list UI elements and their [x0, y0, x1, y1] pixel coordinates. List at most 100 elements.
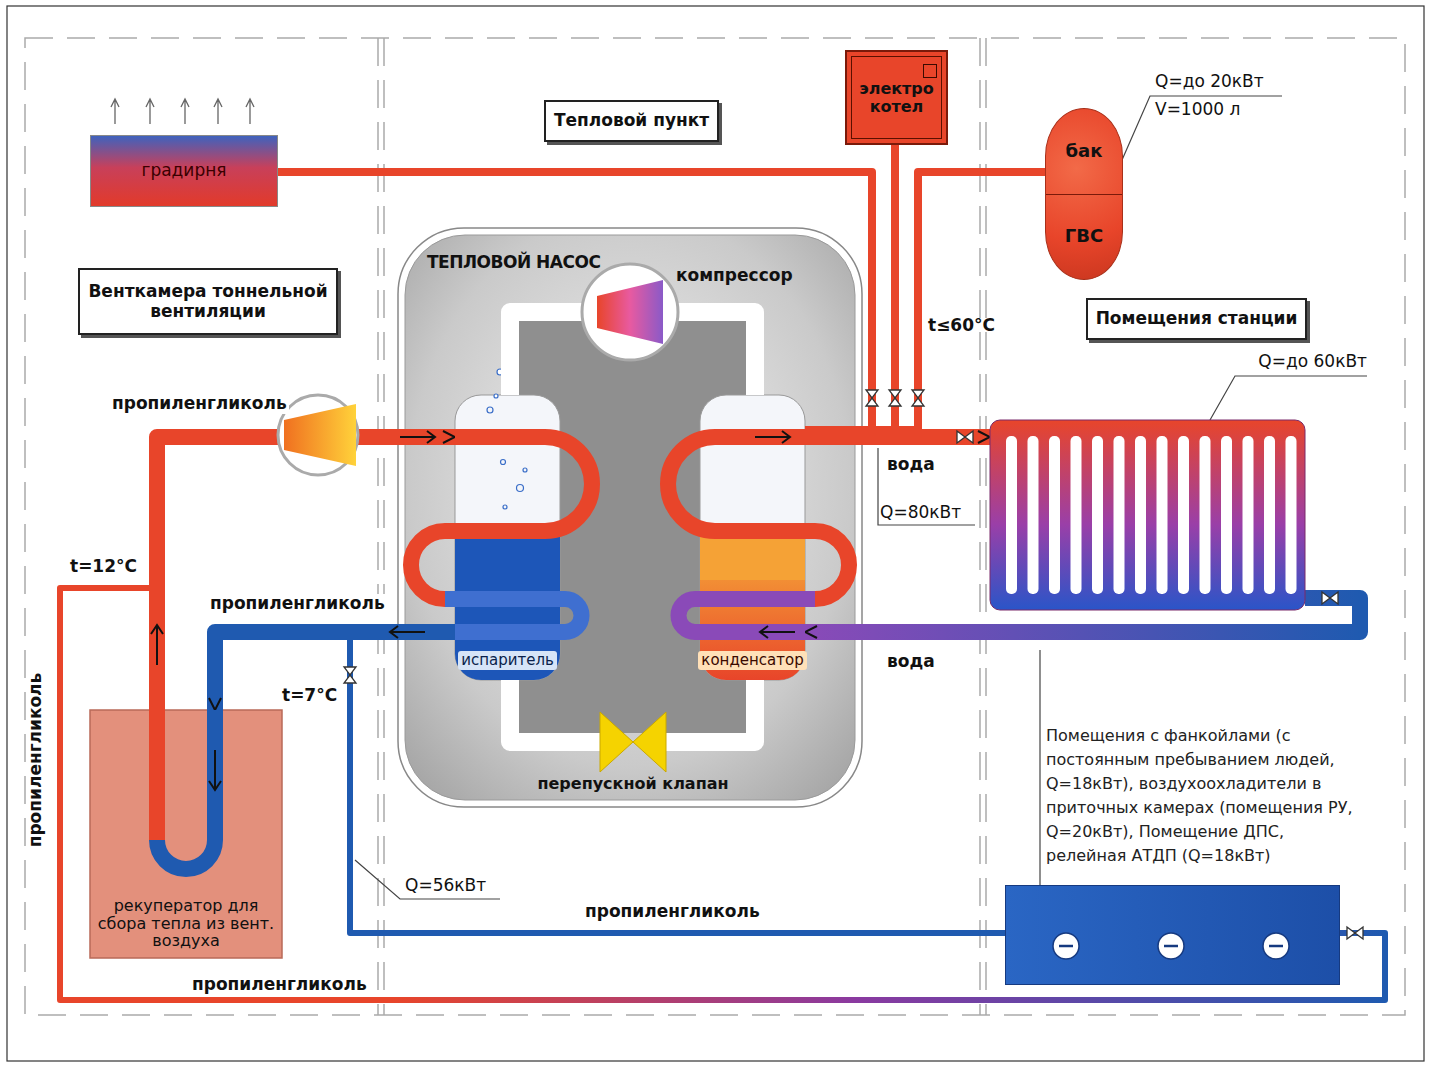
condenser-coil [679, 599, 816, 632]
flow-arrow [755, 431, 790, 443]
shutoff-valve [344, 675, 356, 683]
flow-arrow [151, 625, 163, 665]
shutoff-valve [889, 398, 901, 406]
heat-pump-housing [405, 235, 855, 800]
shutoff-valve [1322, 592, 1330, 604]
air-arrow [111, 99, 119, 124]
air-arrow [246, 99, 254, 124]
radiator-body [990, 420, 1305, 610]
radiator-fin [1049, 436, 1060, 594]
node-text: рекуператор для сбора тепла из вент. воз… [96, 897, 276, 950]
node-text: Помещения станции [1096, 309, 1298, 329]
compressor: компрессор [582, 264, 678, 360]
zone-divider [377, 38, 379, 1015]
evaporator: испаритель [455, 395, 560, 680]
leader-line [1210, 376, 1367, 420]
shutoff-valve [866, 398, 878, 406]
radiator-fin [1178, 436, 1189, 594]
fan-symbol [1164, 945, 1178, 948]
bypass-valve-symbol [600, 712, 633, 772]
value-label: t≤60°C [928, 316, 995, 336]
pipe [215, 632, 455, 710]
zone-title: Помещения станции [1086, 298, 1308, 340]
node-text: ТЕПЛОВОЙ НАСОС [427, 253, 600, 273]
pipe-label: пропиленгликоль [110, 394, 289, 414]
condenser-coil [668, 437, 849, 599]
pipe [805, 172, 1045, 430]
bubble [501, 460, 506, 465]
value-label: Q=56кВт [405, 876, 486, 896]
shutoff-valve [957, 431, 965, 443]
bubble [487, 407, 493, 413]
zone-border [25, 38, 1405, 1015]
recuperator-tube [157, 710, 215, 869]
electric-boiler: электро котел [845, 50, 948, 145]
shutoff-valve [912, 390, 924, 398]
pipe-label: вода [885, 652, 937, 672]
pipe-label: пропиленгликоль [190, 975, 369, 995]
radiator-fin [1243, 436, 1254, 594]
value-label: Q=до 20кВт [1155, 72, 1264, 92]
radiator-fin [1200, 436, 1211, 594]
pipe [350, 632, 1005, 933]
node-text: перепускной клапан [537, 775, 728, 793]
fan-symbol [1053, 933, 1079, 959]
compressor-symbol [597, 280, 663, 344]
radiator-fin [1114, 436, 1125, 594]
zone-title: Тепловой пункт [544, 100, 719, 142]
pipe [678, 312, 755, 395]
zone-divider [979, 38, 981, 1015]
page-frame [7, 6, 1424, 1061]
pipe [60, 437, 1385, 1000]
radiator-fin [1264, 436, 1275, 594]
fan-symbol [1158, 933, 1184, 959]
shutoff-valve [1347, 927, 1355, 939]
pipe [510, 680, 600, 742]
pipe [278, 172, 872, 430]
node-text: Помещения с фанкойлами (с постоянным пре… [1046, 724, 1366, 868]
shutoff-valve [1330, 592, 1338, 604]
air-arrow [214, 99, 222, 124]
node-text: компрессор [676, 266, 793, 286]
shutoff-valve [866, 390, 878, 398]
radiator: Q=до 60кВт [990, 420, 1305, 610]
pipe [666, 680, 755, 742]
pipe [805, 429, 990, 445]
pipe-label: пропиленгликоль [208, 594, 387, 614]
bubble [517, 485, 524, 492]
fan-symbols [1006, 886, 1341, 986]
circulation-pump [284, 404, 356, 466]
fan-symbol [1059, 945, 1073, 948]
pipe-label: вода [885, 455, 937, 475]
node-text: ГВС [1046, 195, 1122, 280]
node-text: Q=до 60кВт [1258, 352, 1367, 372]
recuperator-body [90, 710, 282, 958]
radiator-fin [1071, 436, 1082, 594]
air-arrow [181, 99, 189, 124]
shutoff-valve [889, 390, 901, 398]
value-label: V=1000 л [1155, 100, 1240, 120]
bypass-valve-symbol [633, 712, 666, 772]
shutoff-valve [1355, 927, 1363, 939]
node-text: электро котел [856, 80, 938, 115]
recuperator: рекуператор для сбора тепла из вент. воз… [90, 710, 282, 958]
fan-coil-unit: Помещения с фанкойлами (с постоянным пре… [1005, 885, 1340, 985]
evaporator-coil [411, 437, 592, 599]
node-text: испаритель [458, 651, 557, 670]
radiator-fin [1221, 436, 1232, 594]
value-label: t=12°C [70, 557, 137, 577]
bypass-valve: перепускной клапан [600, 712, 666, 772]
shutoff-valve [912, 398, 924, 406]
circulation-pump [278, 395, 358, 475]
leader-line [1122, 96, 1282, 160]
pipe [805, 145, 895, 430]
zone-divider [985, 38, 987, 1015]
pipe-label: пропиленгликоль [583, 902, 762, 922]
fan-symbol [1263, 933, 1289, 959]
air-arrow [146, 99, 154, 124]
pipe [510, 312, 582, 395]
radiator-fin [1135, 436, 1146, 594]
leader-line [355, 860, 500, 899]
flow-arrow [760, 626, 795, 638]
